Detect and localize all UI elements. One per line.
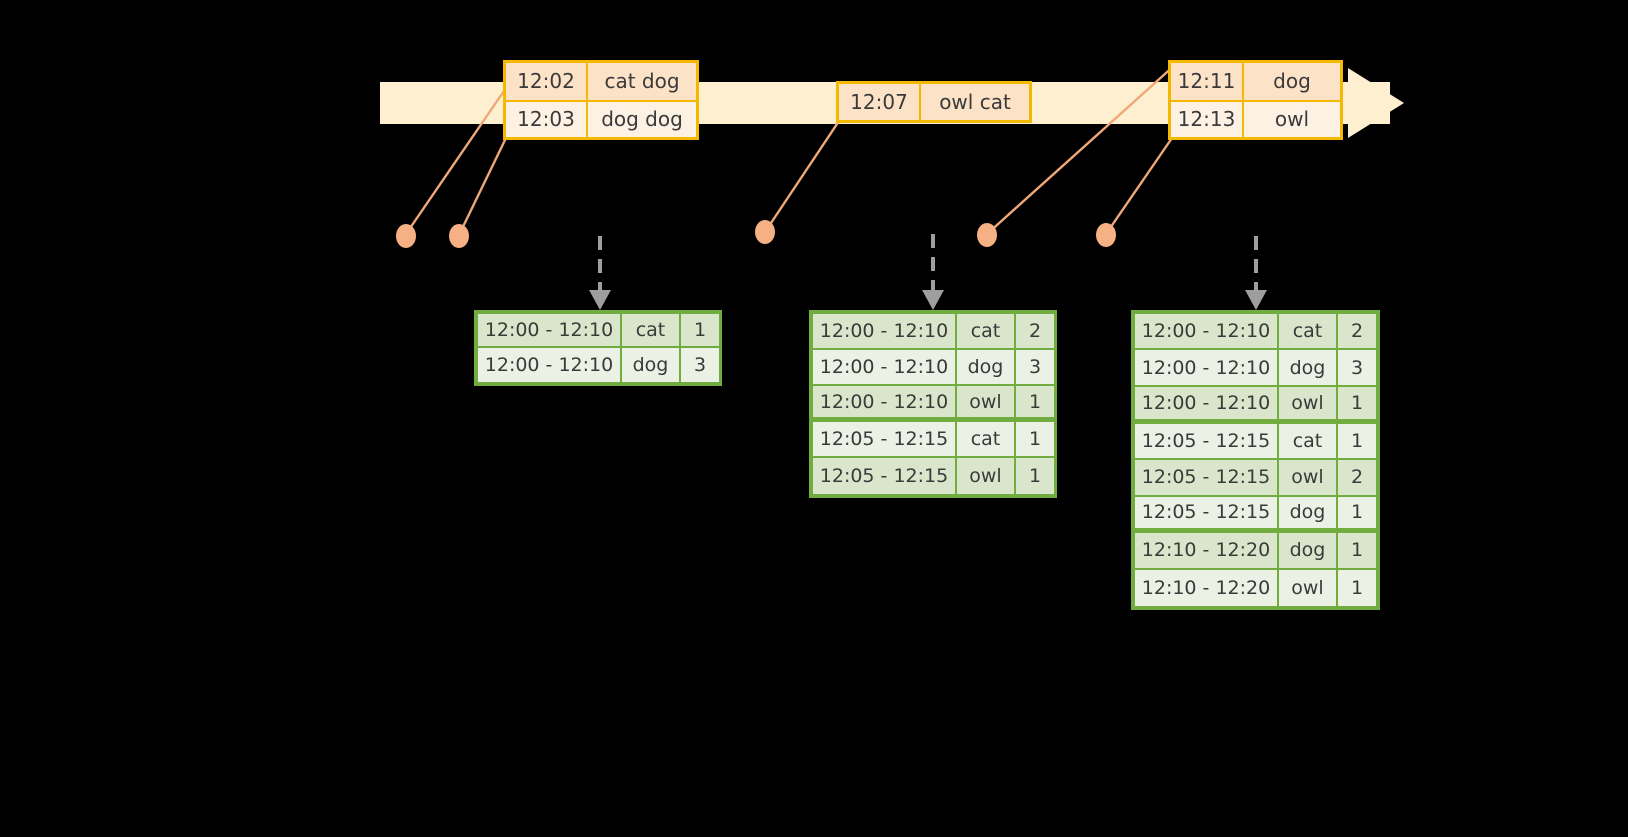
- table-cell-key: owl: [957, 458, 1014, 494]
- table-cell-count: 1: [1338, 386, 1376, 419]
- table-cell-key: cat: [1279, 314, 1336, 349]
- event-time: 12:13: [1171, 101, 1244, 137]
- table-cell-window: 12:05 - 12:15: [1135, 460, 1277, 495]
- table-cell-count: 3: [1016, 349, 1054, 384]
- event-row[interactable]: 12:07 owl cat: [839, 84, 1029, 120]
- table-cell-key: cat: [957, 314, 1014, 348]
- table-cell-key: dog: [1279, 533, 1336, 568]
- table-cell-window: 12:05 - 12:15: [1135, 496, 1277, 529]
- event-text: owl cat: [939, 90, 1011, 114]
- event-time: 12:02: [506, 63, 588, 100]
- event-time: 12:11: [1171, 63, 1244, 100]
- table-cell-window: 12:00 - 12:10: [813, 314, 955, 348]
- table-cell-window: 12:00 - 12:10: [1135, 314, 1277, 349]
- table-cell-count: 1: [1338, 533, 1376, 568]
- table-cell-window: 12:05 - 12:15: [1135, 423, 1277, 459]
- table-cell-key: owl: [957, 385, 1014, 418]
- dot-1202: [396, 224, 416, 248]
- table-cell-count: 1: [1016, 422, 1054, 457]
- table-cell-count: 2: [1016, 314, 1054, 348]
- connector-1203: [457, 137, 508, 236]
- table-cell-key: owl: [1279, 569, 1336, 606]
- table-cell-count: 1: [681, 314, 719, 347]
- table-cell-count: 3: [681, 348, 719, 382]
- event-row[interactable]: 12:03 dog dog: [506, 99, 696, 137]
- emit-arrows: [589, 234, 1267, 310]
- event-time: 12:07: [839, 84, 921, 120]
- table-cell-key: cat: [1279, 423, 1336, 459]
- table-cell-window: 12:10 - 12:20: [1135, 569, 1277, 606]
- event-group-2[interactable]: 12:07 owl cat: [836, 81, 1032, 123]
- event-dots: [396, 220, 1116, 248]
- event-time: 12:03: [506, 101, 588, 137]
- table-cell-key: owl: [1279, 460, 1336, 495]
- connector-1207: [764, 117, 842, 233]
- table-cell-count: 2: [1338, 460, 1376, 495]
- table-cell-window: 12:05 - 12:15: [813, 458, 955, 494]
- dot-1213: [1096, 223, 1116, 247]
- event-text: dog dog: [601, 107, 683, 132]
- emit-arrow-2: [922, 234, 944, 310]
- table-cell-window: 12:00 - 12:10: [1135, 386, 1277, 419]
- event-row[interactable]: 12:13 owl: [1171, 99, 1340, 137]
- event-text: owl: [1274, 107, 1310, 132]
- table-cell-window: 12:00 - 12:10: [478, 348, 620, 382]
- table-cell-key: cat: [622, 314, 679, 347]
- dot-1203: [449, 224, 469, 248]
- table-cell-key: dog: [957, 349, 1014, 384]
- table-cell-count: 1: [1016, 458, 1054, 494]
- table-cell-window: 12:10 - 12:20: [1135, 533, 1277, 568]
- event-row[interactable]: 12:02 cat dog: [506, 63, 696, 100]
- table-cell-window: 12:00 - 12:10: [1135, 350, 1277, 385]
- table-cell-count: 1: [1016, 385, 1054, 418]
- table-cell-key: dog: [1279, 496, 1336, 529]
- table-cell-key: cat: [957, 422, 1014, 457]
- emit-arrow-3: [1245, 236, 1267, 310]
- dot-1207: [755, 220, 775, 244]
- emit-arrow-1: [589, 236, 611, 310]
- table-cell-key: owl: [1279, 386, 1336, 419]
- connector-1213: [1105, 137, 1173, 235]
- event-text: cat dog: [604, 69, 680, 94]
- connector-1202: [405, 87, 507, 235]
- event-text: dog: [1273, 69, 1311, 94]
- table-cell-window: 12:05 - 12:15: [813, 422, 955, 457]
- table-cell-window: 12:00 - 12:10: [813, 385, 955, 418]
- table-cell-count: 1: [1338, 423, 1376, 459]
- table-cell-window: 12:00 - 12:10: [478, 314, 620, 347]
- table-cell-window: 12:00 - 12:10: [813, 349, 955, 384]
- event-row[interactable]: 12:11 dog: [1171, 63, 1340, 100]
- event-group-3[interactable]: 12:11 dog 12:13 owl: [1168, 60, 1343, 140]
- table-cell-count: 1: [1338, 569, 1376, 606]
- dot-1211: [977, 223, 997, 247]
- table-cell-key: dog: [622, 348, 679, 382]
- table-cell-count: 3: [1338, 350, 1376, 385]
- table-cell-count: 1: [1338, 496, 1376, 529]
- table-cell-count: 2: [1338, 314, 1376, 349]
- event-group-1[interactable]: 12:02 cat dog 12:03 dog dog: [503, 60, 699, 140]
- table-cell-key: dog: [1279, 350, 1336, 385]
